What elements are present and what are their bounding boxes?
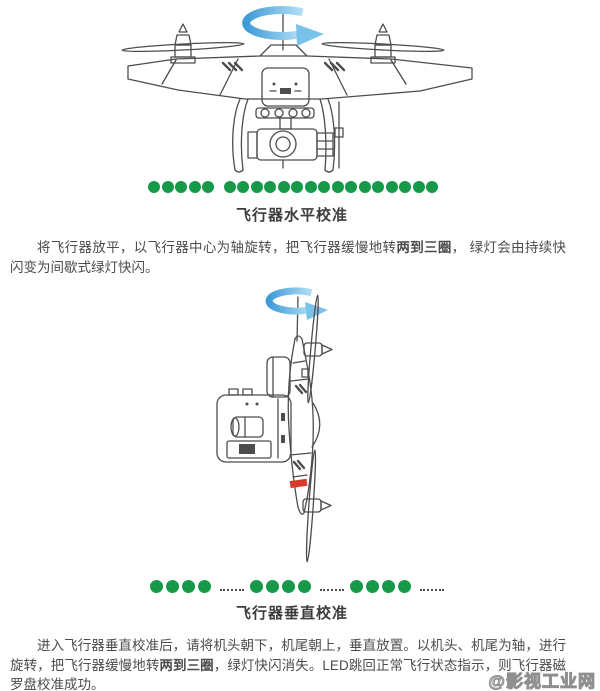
green-led-dot (188, 181, 201, 193)
green-led-dot (398, 579, 411, 593)
green-led-dot (250, 181, 263, 193)
green-led-dot (304, 181, 317, 193)
red-marker-stripe (289, 478, 308, 489)
green-led-dot (175, 181, 187, 193)
caption-horizontal-calibration: 飞行器水平校准 (235, 207, 348, 224)
para-text-after: ， 绿灯会由持续快闪变为间歇式绿灯快闪。 (10, 240, 566, 275)
led-status-row-vertical (150, 579, 450, 593)
upper-vent (294, 383, 308, 395)
green-led-dot (345, 181, 357, 193)
green-led-dot (282, 579, 295, 593)
led-blink-separator (320, 582, 344, 591)
green-led-dot (382, 579, 395, 593)
green-led-dot (237, 181, 249, 193)
paragraph-horizontal-calibration: 将飞行器放平，以飞行器中心为轴旋转，把飞行器缓慢地转两到三圈， 绿灯会由持续快闪… (10, 238, 566, 277)
led-blink-separator (220, 582, 244, 591)
landing-gear-strut (266, 356, 291, 398)
green-led-dot (426, 181, 438, 193)
caption-vertical-calibration: 飞行器垂直校准 (235, 605, 348, 622)
green-led-dot (150, 579, 163, 593)
green-led-dot (366, 579, 379, 593)
gimbal-box (216, 388, 292, 463)
para-text-bold: 两到三圈 (396, 240, 452, 255)
green-led-dot (202, 181, 214, 193)
left-propeller (121, 23, 245, 64)
green-led-dot (198, 579, 211, 593)
green-led-dot (412, 181, 425, 193)
para-text-before: 将飞行器放平，以飞行器中心为轴旋转，把飞行器缓慢地转 (37, 240, 397, 255)
battery-box (261, 67, 310, 107)
green-led-dot (161, 181, 174, 193)
green-led-dot (223, 181, 236, 193)
led-dot-group (350, 579, 414, 593)
antenna (296, 296, 299, 342)
drone-body (127, 44, 473, 100)
rotation-arrow-icon (265, 287, 328, 320)
green-led-dot (166, 579, 179, 593)
para-text-bold: 两到三圈 (159, 657, 214, 673)
para-text-before: 进入飞行器垂直校准后，请将机头朝下，机尾朝上，垂直放置。以机头、机尾为轴，进行旋… (10, 638, 566, 673)
drone-side-view-drawing (216, 287, 333, 563)
green-led-dot (277, 181, 290, 193)
watermark: @影视工业网 (488, 672, 596, 691)
drone-front-view-drawing (121, 6, 473, 173)
green-led-dot (385, 181, 398, 193)
green-led-dot (298, 579, 311, 593)
green-led-dot (399, 181, 411, 193)
green-led-dot (358, 181, 371, 193)
led-status-row-horizontal (148, 180, 440, 194)
green-led-dot (372, 181, 384, 193)
green-led-dot (266, 579, 279, 593)
green-led-dot (291, 181, 303, 193)
lower-vent (292, 459, 306, 471)
led-dot-group (148, 181, 216, 193)
drone-side-illustration (185, 287, 420, 577)
green-led-dot (264, 181, 276, 193)
rotation-arrow-icon (242, 6, 324, 46)
left-vent (221, 61, 244, 72)
green-led-dot (182, 579, 195, 593)
gimbal-camera (247, 107, 334, 169)
green-led-dot (350, 579, 363, 593)
para-text-after: ，绿灯快闪消失。LED跳回正常飞行状态指示，则飞行器磁罗盘校准成功。 (10, 657, 567, 691)
led-blink-separator (420, 582, 444, 591)
landing-gear (232, 98, 344, 173)
green-led-dot (331, 181, 344, 193)
paragraph-vertical-calibration: 进入飞行器垂直校准后，请将机头朝下，机尾朝上，垂直放置。以机头、机尾为轴，进行旋… (10, 636, 566, 691)
green-led-dot (318, 181, 330, 193)
led-dot-group (150, 579, 214, 593)
led-dot-group (250, 579, 314, 593)
green-led-dot (148, 181, 160, 193)
green-led-dot (250, 579, 263, 593)
right-vent (323, 61, 346, 72)
led-dot-group (223, 181, 440, 193)
bottom-propeller (302, 449, 332, 563)
right-propeller (321, 23, 445, 64)
drone-front-illustration (120, 2, 480, 180)
